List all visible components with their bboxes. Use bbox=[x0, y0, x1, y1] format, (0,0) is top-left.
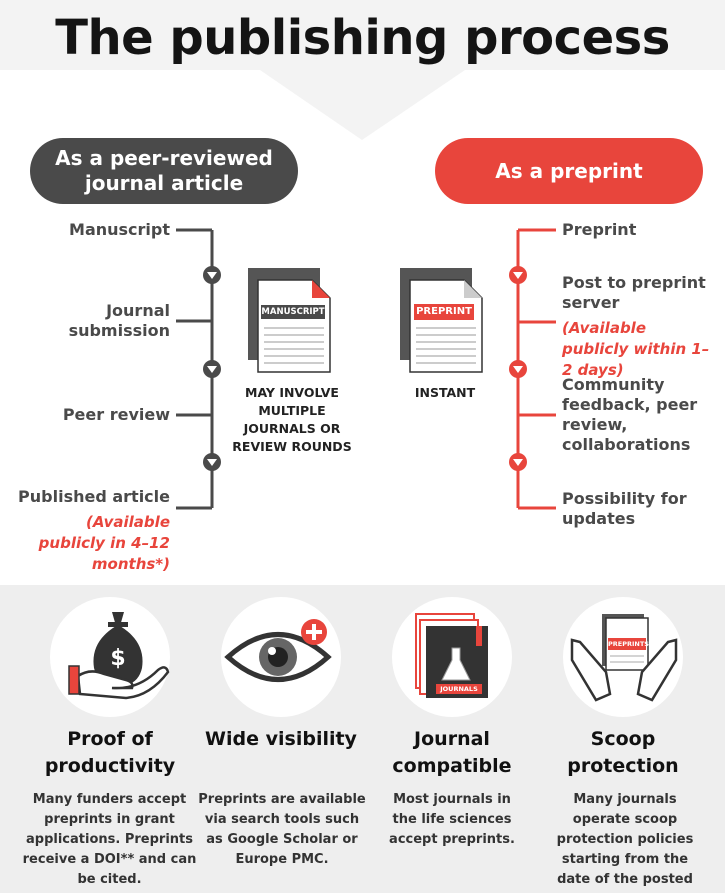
preprints-label: PREPRINTS bbox=[608, 640, 649, 648]
right-timeline bbox=[509, 228, 556, 510]
step-possibility-updates: Possibility for updates bbox=[562, 489, 687, 528]
feature-title-compatible: Journal compatible bbox=[367, 726, 537, 780]
down-arrow-icon bbox=[203, 453, 221, 471]
feature-title-text: Proof of productivity bbox=[44, 728, 176, 777]
down-arrow-icon bbox=[509, 453, 527, 471]
down-arrow-icon bbox=[509, 266, 527, 284]
step-manuscript: Manuscript bbox=[69, 220, 170, 239]
feature-title-text: Scoop protection bbox=[567, 728, 679, 777]
feature-title-text: Journal compatible bbox=[392, 728, 512, 777]
step-journal-submission: Journal submission bbox=[68, 301, 170, 340]
feature-desc-productivity: Many funders accept preprints in grant a… bbox=[22, 792, 197, 887]
published-availability-note: (Available publicly in 4–12 months*) bbox=[38, 513, 170, 573]
journals-stack-icon bbox=[415, 613, 488, 698]
left-timeline bbox=[176, 228, 221, 510]
down-arrow-icon bbox=[509, 360, 527, 378]
peer-reviewed-heading-text: As a peer-reviewed journal article bbox=[55, 146, 273, 195]
manuscript-caption: MAY INVOLVE MULTIPLE JOURNALS OR REVIEW … bbox=[232, 385, 352, 454]
svg-text:$: $ bbox=[110, 646, 125, 671]
step-preprint: Preprint bbox=[562, 220, 637, 239]
eye-plus-icon bbox=[224, 619, 332, 682]
feature-title-visibility: Wide visibility bbox=[196, 726, 366, 753]
feature-title-productivity: Proof of productivity bbox=[25, 726, 195, 780]
manuscript-label: MANUSCRIPT bbox=[261, 307, 325, 317]
manuscript-document-icon bbox=[248, 268, 331, 373]
feature-title-text: Wide visibility bbox=[205, 728, 357, 750]
preprint-availability-note: (Available publicly within 1–2 days) bbox=[562, 319, 710, 379]
timelines bbox=[176, 228, 556, 510]
step-published-article: Published article bbox=[18, 487, 170, 506]
preprint-heading: As a preprint bbox=[435, 138, 703, 204]
preprint-label: PREPRINT bbox=[416, 306, 472, 317]
down-arrow-icon bbox=[203, 266, 221, 284]
feature-title-scoop: Scoop protection bbox=[538, 726, 708, 780]
preprint-heading-text: As a preprint bbox=[495, 158, 643, 183]
peer-reviewed-heading: As a peer-reviewed journal article bbox=[30, 138, 298, 204]
hands-document-icon bbox=[570, 614, 678, 702]
feature-desc-visibility: Preprints are available via search tools… bbox=[198, 792, 366, 867]
down-arrow-icon bbox=[203, 360, 221, 378]
step-community-feedback: Community feedback, peer review, collabo… bbox=[562, 375, 698, 454]
step-post-to-server: Post to preprint server bbox=[562, 273, 706, 312]
feature-desc-compatible: Most journals in the life sciences accep… bbox=[389, 792, 515, 847]
money-bag-hand-icon: $ bbox=[68, 612, 170, 700]
page-title: The publishing process bbox=[55, 10, 670, 66]
feature-desc-scoop: Many journals operate scoop protection p… bbox=[556, 792, 694, 893]
preprint-caption: INSTANT bbox=[414, 385, 476, 400]
preprint-document-icon bbox=[400, 268, 483, 373]
journals-label: JOURNALS bbox=[440, 685, 478, 693]
step-peer-review: Peer review bbox=[62, 405, 170, 424]
